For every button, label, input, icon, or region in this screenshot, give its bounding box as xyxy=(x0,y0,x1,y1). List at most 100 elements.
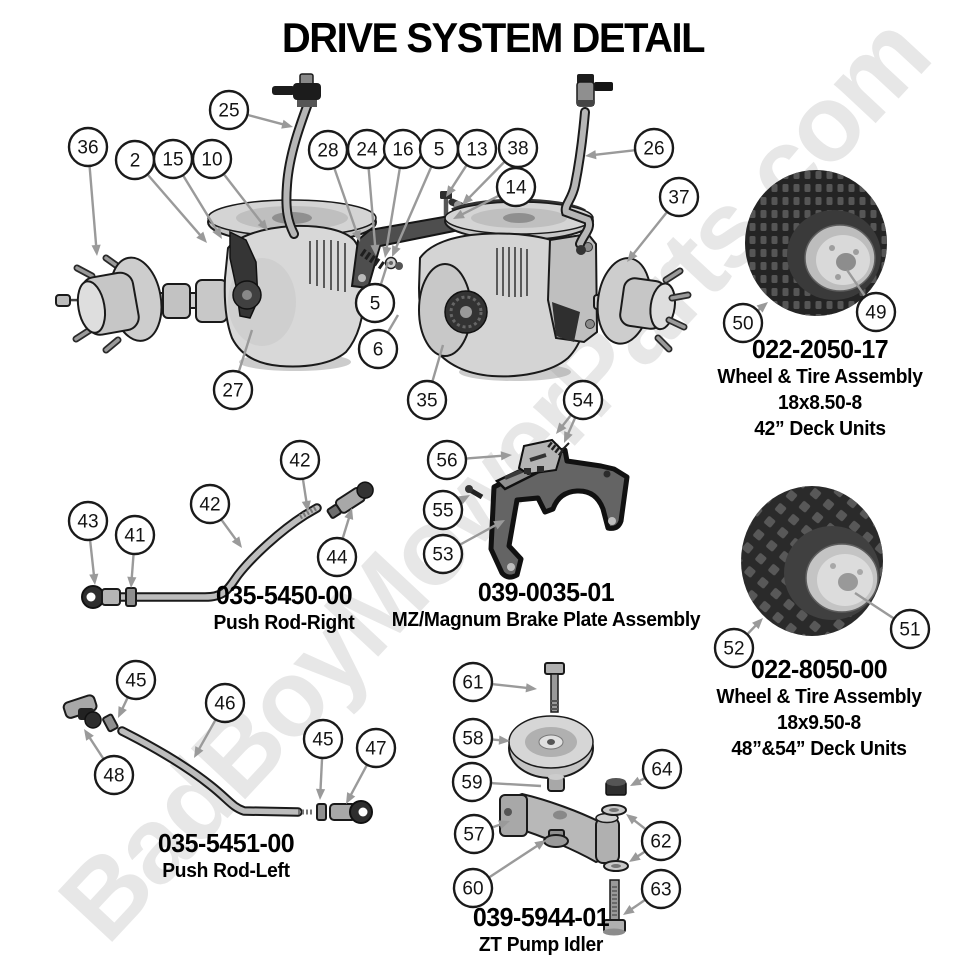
part-caption-line: MZ/Magnum Brake Plate Assembly xyxy=(391,609,701,631)
callout-45: 45 xyxy=(115,659,157,718)
callout-bubble xyxy=(204,682,246,724)
leader-arrowhead xyxy=(231,536,242,548)
brake-bolt xyxy=(465,485,484,500)
idler-washers xyxy=(601,804,629,872)
zt-pump-idler xyxy=(499,662,629,936)
callout-number: 58 xyxy=(462,729,483,750)
callout-27: 27 xyxy=(212,329,254,411)
leader-arrowhead xyxy=(525,683,537,693)
callout-number: 45 xyxy=(312,730,333,751)
idler-pulley xyxy=(508,715,594,779)
leader-arrowhead xyxy=(89,573,99,585)
leader-line xyxy=(197,719,217,751)
leader-line xyxy=(333,168,359,234)
leader-line xyxy=(460,194,499,216)
leader-line xyxy=(120,697,129,711)
callout-5: 5 xyxy=(354,261,396,324)
left-wheel-hub xyxy=(55,254,163,354)
leader-line xyxy=(301,479,308,504)
leader-arrowhead xyxy=(196,231,207,243)
callout-14: 14 xyxy=(453,166,537,219)
callout-number: 51 xyxy=(899,620,920,641)
callout-41: 41 xyxy=(114,514,156,588)
leader-arrowhead xyxy=(301,500,311,512)
leader-arrowhead xyxy=(458,495,470,505)
callout-number: 25 xyxy=(218,101,239,122)
callout-bubble xyxy=(357,328,399,370)
leader-arrowhead xyxy=(344,508,354,520)
leader-line xyxy=(394,166,433,250)
part-caption-line: ZT Pump Idler xyxy=(478,934,604,956)
leader-arrowhead xyxy=(534,840,546,850)
leader-arrowhead xyxy=(118,706,127,718)
callout-bubble xyxy=(722,302,764,344)
leader-arrowhead xyxy=(194,746,204,758)
part-number: 022-8050-00 xyxy=(750,654,888,684)
callout-bubble xyxy=(713,627,755,669)
callout-56: 56 xyxy=(426,439,512,481)
leader-arrowhead xyxy=(585,150,597,160)
callout-number: 28 xyxy=(317,141,338,162)
right-pulley xyxy=(444,198,594,241)
leader-line xyxy=(341,516,351,539)
callout-bubble xyxy=(191,138,233,180)
callout-number: 13 xyxy=(466,140,487,161)
leader-line xyxy=(560,414,572,428)
part-number: 022-2050-17 xyxy=(751,334,889,364)
callout-number: 46 xyxy=(214,694,235,715)
callout-bubble xyxy=(453,813,495,855)
callout-number: 38 xyxy=(507,139,528,160)
callout-6: 6 xyxy=(357,314,400,370)
leader-arrowhead xyxy=(626,814,638,825)
callout-number: 44 xyxy=(326,548,348,569)
callout-number: 43 xyxy=(77,512,98,533)
transaxle-assembly xyxy=(55,73,692,381)
leader-line xyxy=(379,261,390,285)
callout-number: 41 xyxy=(124,526,145,547)
callout-number: 61 xyxy=(462,673,483,694)
leader-line xyxy=(492,682,529,690)
idler-bolt-bottom xyxy=(603,879,626,936)
callout-bubble xyxy=(406,379,448,421)
callout-28: 28 xyxy=(307,129,361,242)
callout-26: 26 xyxy=(585,127,675,169)
leader-arrowhead xyxy=(127,576,137,588)
leader-line xyxy=(319,758,324,792)
callout-bubble xyxy=(302,718,344,760)
callout-59: 59 xyxy=(451,761,542,803)
callout-number: 10 xyxy=(201,150,222,171)
leader-line xyxy=(387,314,400,333)
leader-line xyxy=(747,623,758,635)
leader-line xyxy=(367,168,377,248)
leader-arrowhead xyxy=(627,250,638,262)
callout-16: 16 xyxy=(382,128,424,258)
callout-bubble xyxy=(212,369,254,411)
callout-43: 43 xyxy=(67,500,109,585)
leader-line xyxy=(449,165,468,191)
callout-number: 6 xyxy=(373,340,384,361)
callout-number: 50 xyxy=(732,314,753,335)
brake-plate-assembly xyxy=(465,438,630,580)
part-caption-line: Push Rod-Left xyxy=(162,860,290,882)
callout-13: 13 xyxy=(446,128,498,197)
leader-arrowhead xyxy=(352,230,361,242)
leader-line xyxy=(147,174,203,237)
callout-number: 53 xyxy=(432,545,453,566)
callout-number: 37 xyxy=(668,188,689,209)
callout-bubble xyxy=(422,489,464,531)
part-caption-line: 42” Deck Units xyxy=(754,418,886,440)
leader-arrowhead xyxy=(493,520,505,530)
part-caption-line: 48”&54” Deck Units xyxy=(731,738,907,760)
dipstick-tube-left xyxy=(272,73,321,239)
callout-58: 58 xyxy=(452,717,510,759)
callout-number: 56 xyxy=(436,451,457,472)
callout-bubble xyxy=(93,754,135,796)
leader-line xyxy=(491,781,542,788)
callout-53: 53 xyxy=(422,520,505,575)
leader-arrowhead xyxy=(629,852,641,862)
